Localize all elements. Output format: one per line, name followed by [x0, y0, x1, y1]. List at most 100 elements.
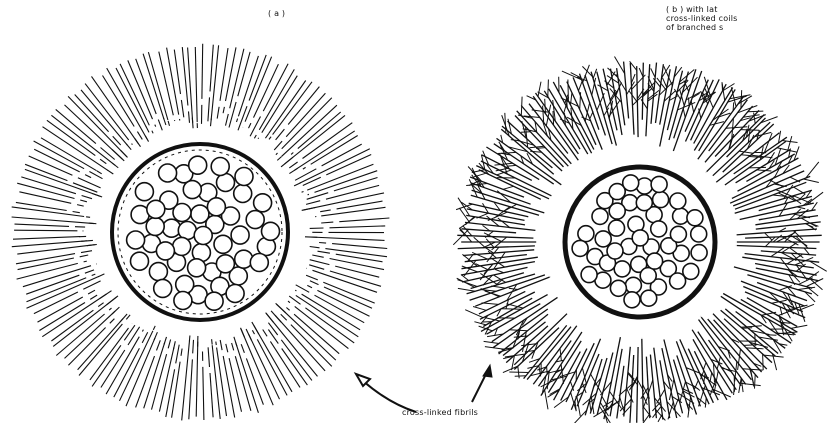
branched-spoke: [467, 209, 525, 221]
radial-spoke: [110, 319, 115, 324]
radial-spoke: [182, 341, 190, 421]
radial-spoke: [212, 339, 213, 344]
core-particle: [135, 183, 153, 201]
core-particle: [670, 193, 686, 209]
radial-spoke: [148, 52, 168, 120]
radial-spoke: [85, 175, 91, 178]
radial-spoke: [80, 255, 89, 257]
radial-spoke: [257, 339, 287, 395]
radial-spoke: [155, 125, 156, 127]
radial-spoke: [120, 64, 149, 125]
branched-spoke: [533, 326, 577, 385]
radial-spoke: [306, 275, 318, 280]
radial-spoke: [168, 340, 170, 349]
radial-spoke: [85, 270, 94, 273]
radial-spoke: [303, 167, 306, 169]
spoke-branch: [651, 68, 655, 77]
radial-spoke: [126, 315, 130, 320]
spoke-branch: [797, 207, 806, 209]
radial-spoke: [90, 295, 97, 299]
spoke-branch: [473, 307, 486, 311]
core-particle: [647, 253, 663, 269]
spoke-branch: [726, 127, 748, 129]
figure-b-label: ( b ) with lat cross-linked coils of bra…: [666, 5, 738, 32]
spoke-branch: [738, 349, 741, 370]
core-particle: [226, 285, 244, 303]
spoke-branch: [714, 363, 715, 382]
spoke-branch: [629, 91, 637, 102]
spoke-branch: [562, 71, 582, 80]
spoke-branch: [741, 90, 742, 108]
radial-spoke: [310, 260, 330, 265]
radial-spoke: [137, 132, 142, 140]
radial-spoke: [152, 354, 167, 410]
radial-spoke: [84, 261, 87, 262]
radial-spoke: [269, 81, 306, 134]
radial-spoke: [302, 192, 304, 193]
core-particle: [636, 195, 652, 211]
radial-spoke: [126, 338, 155, 406]
spoke-branch: [734, 387, 735, 395]
radial-spoke: [73, 212, 80, 213]
radial-spoke: [196, 342, 198, 417]
spoke-branch: [615, 57, 625, 74]
radial-spoke: [312, 255, 323, 257]
radial-spoke: [142, 330, 143, 332]
branched-spoke: [624, 62, 629, 119]
spoke-branch: [501, 309, 521, 310]
spoke-branch: [742, 328, 752, 329]
radial-spoke: [75, 95, 109, 132]
branched-spoke: [624, 347, 631, 417]
branched-spoke: [725, 141, 786, 185]
radial-spoke: [142, 332, 148, 343]
radial-spoke: [268, 330, 278, 344]
spoke-branch: [547, 366, 548, 374]
spoke-branch: [782, 237, 799, 245]
radial-spoke: [259, 69, 294, 129]
radial-spoke: [308, 194, 309, 195]
radial-spoke: [326, 185, 379, 199]
spoke-branch: [773, 235, 782, 242]
core-particle: [651, 221, 667, 237]
spoke-branch: [691, 100, 694, 112]
spoke-branch: [746, 348, 763, 349]
spoke-branch: [492, 237, 507, 250]
branched-spoke: [462, 229, 517, 233]
core-particle: [262, 222, 280, 240]
radial-spoke: [182, 47, 188, 105]
radial-spoke: [41, 138, 97, 171]
radial-spoke: [17, 263, 78, 279]
radial-spoke: [238, 56, 258, 116]
core-particle: [231, 226, 249, 244]
spoke-branch: [744, 345, 758, 346]
core-particle: [609, 220, 625, 236]
core-particle: [691, 245, 707, 261]
radial-spoke: [202, 44, 203, 99]
radial-spoke: [81, 251, 92, 253]
radial-spoke: [159, 52, 174, 116]
radial-spoke: [132, 144, 133, 145]
branched-spoke: [630, 63, 634, 135]
radial-spoke: [309, 265, 324, 270]
radial-spoke: [152, 131, 153, 134]
radial-spoke: [15, 224, 70, 226]
radial-spoke: [250, 117, 260, 137]
radial-spoke: [321, 207, 385, 216]
core-particle: [211, 158, 229, 176]
spoke-branch: [503, 186, 513, 189]
radial-spoke: [232, 343, 234, 350]
radial-spoke: [265, 133, 269, 138]
spoke-branch: [481, 290, 497, 292]
radial-spoke: [51, 310, 93, 341]
core-particle: [651, 176, 667, 192]
radial-spoke: [254, 135, 256, 138]
core-particle: [183, 181, 201, 199]
radial-spoke: [210, 373, 213, 417]
radial-spoke: [189, 111, 190, 122]
radial-spoke: [269, 137, 271, 140]
spoke-branch: [748, 111, 764, 112]
core-particle: [149, 263, 167, 281]
core-particle: [131, 252, 149, 270]
radial-spoke: [307, 193, 329, 200]
